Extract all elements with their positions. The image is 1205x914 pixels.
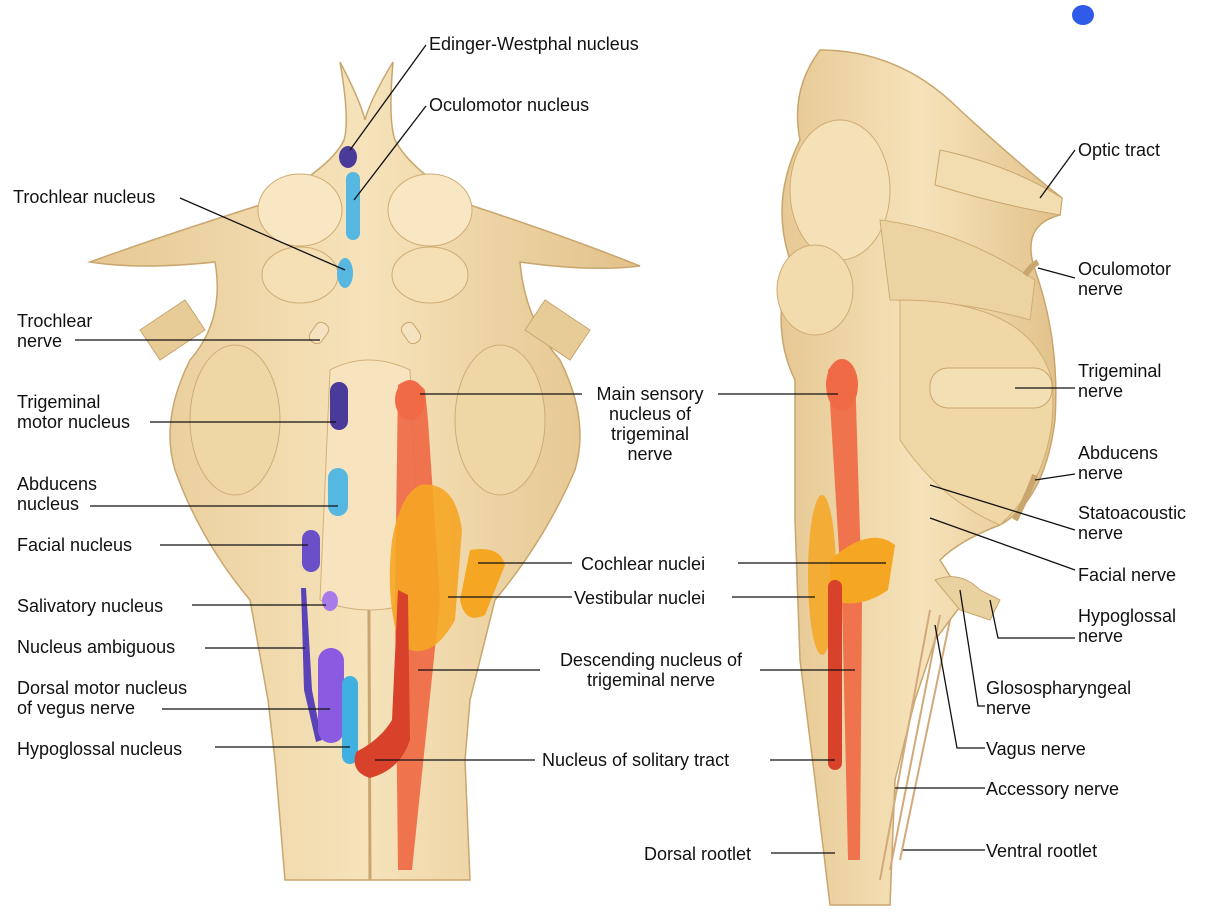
label-trochlear-nucleus: Trochlear nucleus [13, 187, 155, 207]
label-nucleus-solitary-tract: Nucleus of solitary tract [542, 750, 729, 770]
label-nucleus-ambiguous: Nucleus ambiguous [17, 637, 175, 657]
label-abducens-nerve: Abducens nerve [1078, 443, 1158, 483]
label-descending-nucleus: Descending nucleus of trigeminal nerve [540, 650, 762, 690]
main-sensory-trigeminal-shape [395, 380, 425, 420]
cerebellar-peduncle-left [190, 345, 280, 495]
label-vestibular-nuclei: Vestibular nuclei [574, 588, 705, 608]
label-hypoglossal-nucleus: Hypoglossal nucleus [17, 739, 182, 759]
colliculi-bulge [777, 245, 853, 335]
lateral-solitary-tract [828, 580, 842, 770]
label-oculomotor-nucleus: Oculomotor nucleus [429, 95, 589, 115]
dorsal-motor-vagus-shape [318, 648, 344, 743]
abducens-nucleus-shape [328, 468, 348, 516]
label-abducens-nucleus: Abducens nucleus [17, 474, 97, 514]
label-cochlear-nuclei: Cochlear nuclei [581, 554, 705, 574]
trigeminal-root-left-stub [140, 300, 205, 360]
leader-vagus [935, 625, 985, 748]
label-facial-nerve: Facial nerve [1078, 565, 1176, 585]
label-trigeminal-nerve: Trigeminal nerve [1078, 361, 1161, 401]
trochlear-nucleus-shape [337, 258, 353, 288]
inferior-colliculus-left [262, 247, 338, 303]
label-hypoglossal-nerve: Hypoglossal nerve [1078, 606, 1176, 646]
label-ventral-rootlet: Ventral rootlet [986, 841, 1097, 861]
label-facial-nucleus: Facial nucleus [17, 535, 132, 555]
inferior-colliculus-right [392, 247, 468, 303]
superior-colliculus-right [388, 174, 472, 246]
cerebellar-peduncle-right [455, 345, 545, 495]
label-glossopharyngeal-nerve: Glosospharyngeal nerve [986, 678, 1131, 718]
label-statoacoustic-nerve: Statoacoustic nerve [1078, 503, 1186, 543]
blue-marker-dot [1072, 5, 1094, 25]
facial-nucleus-shape [302, 530, 320, 572]
leader-hypoglossal-nerve [990, 600, 1075, 638]
oculomotor-nucleus-shape [346, 172, 360, 240]
label-trigeminal-motor-nucleus: Trigeminal motor nucleus [17, 392, 130, 432]
label-accessory-nerve: Accessory nerve [986, 779, 1119, 799]
label-main-sensory-nucleus: Main sensory nucleus of trigeminal nerve [580, 384, 720, 464]
thalamus-bulge [790, 120, 890, 260]
label-dorsal-motor-nucleus: Dorsal motor nucleus of vegus nerve [17, 678, 187, 718]
leader-oculomotor-nerve [1038, 268, 1075, 278]
label-vagus-nerve: Vagus nerve [986, 739, 1086, 759]
lateral-main-sensory [826, 359, 858, 411]
label-trochlear-nerve: Trochlear nerve [17, 311, 92, 351]
edinger-westphal-nucleus-shape [339, 146, 357, 168]
hypoglossal-nucleus-shape [342, 676, 358, 764]
leader-optic-tract [1040, 150, 1075, 198]
label-dorsal-rootlet: Dorsal rootlet [644, 844, 751, 864]
label-optic-tract: Optic tract [1078, 140, 1160, 160]
superior-colliculus-left [258, 174, 342, 246]
trigeminal-motor-nucleus-shape [330, 382, 348, 430]
label-edinger-westphal: Edinger-Westphal nucleus [429, 34, 639, 54]
label-oculomotor-nerve: Oculomotor nerve [1078, 259, 1171, 299]
lateral-brainstem-view [777, 50, 1062, 905]
label-salivatory-nucleus: Salivatory nucleus [17, 596, 163, 616]
salivatory-nucleus-shape [322, 591, 338, 611]
